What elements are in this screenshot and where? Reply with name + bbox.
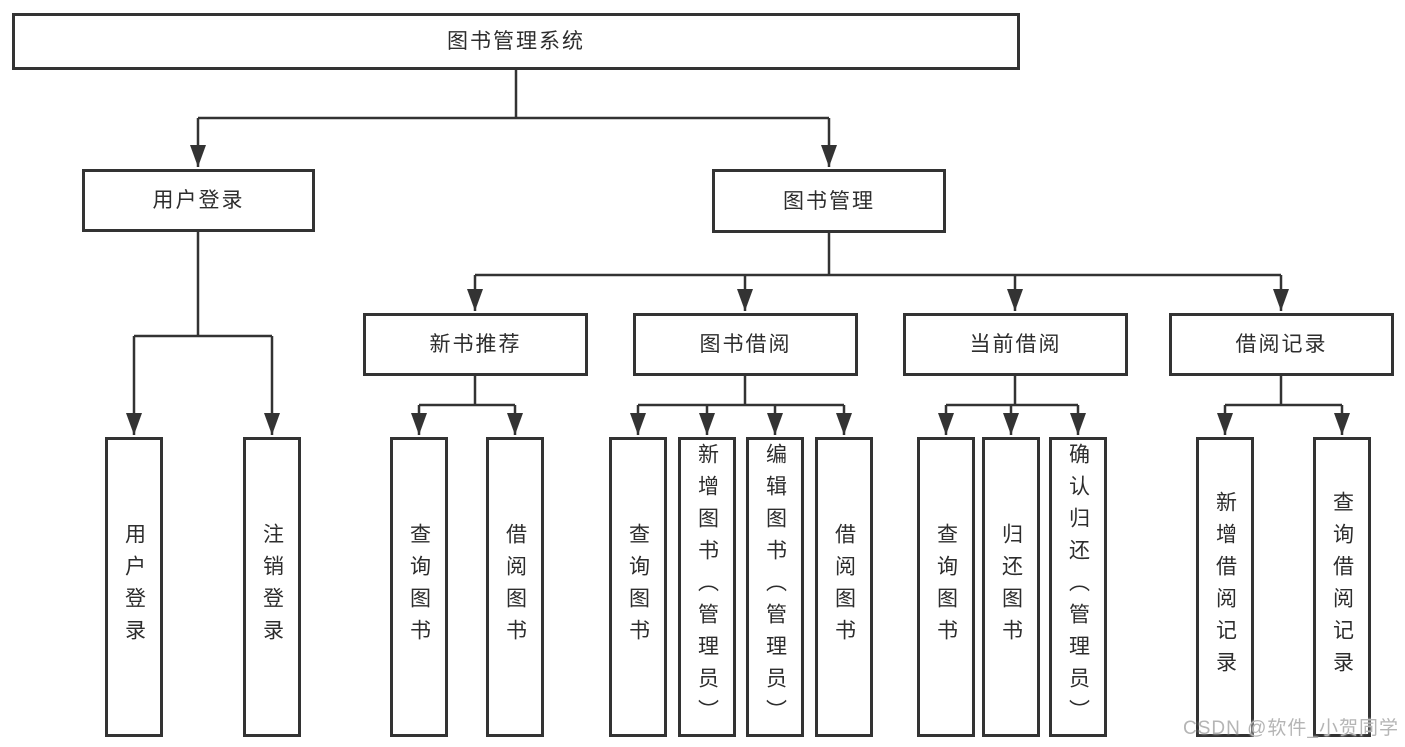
node-book-borrowing: 图书借阅 xyxy=(633,313,858,376)
leaf-rec-query-books: 查询图书 xyxy=(390,437,448,737)
leaf-rec-borrow-books: 借阅图书 xyxy=(486,437,544,737)
leaf-borrow-books: 借阅图书 xyxy=(815,437,873,737)
leaf-query-borrow-record: 查询借阅记录 xyxy=(1313,437,1371,737)
leaf-add-books-admin: 新增图书（管理员） xyxy=(678,437,736,737)
leaf-user-login: 用户登录 xyxy=(105,437,163,737)
leaf-logout: 注销登录 xyxy=(243,437,301,737)
leaf-confirm-return-admin: 确认归还（管理员） xyxy=(1049,437,1107,737)
leaf-edit-books-admin: 编辑图书（管理员） xyxy=(746,437,804,737)
leaf-return-books: 归还图书 xyxy=(982,437,1040,737)
node-new-book-recommend: 新书推荐 xyxy=(363,313,588,376)
csdn-watermark: CSDN @软件_小贺同学 xyxy=(1183,718,1399,739)
leaf-current-query-books: 查询图书 xyxy=(917,437,975,737)
node-current-borrowing: 当前借阅 xyxy=(903,313,1128,376)
node-root: 图书管理系统 xyxy=(12,13,1020,70)
leaf-add-borrow-record: 新增借阅记录 xyxy=(1196,437,1254,737)
node-user-login-group: 用户登录 xyxy=(82,169,315,232)
node-borrow-records: 借阅记录 xyxy=(1169,313,1394,376)
node-book-management-group: 图书管理 xyxy=(712,169,946,233)
leaf-borrow-query-books: 查询图书 xyxy=(609,437,667,737)
